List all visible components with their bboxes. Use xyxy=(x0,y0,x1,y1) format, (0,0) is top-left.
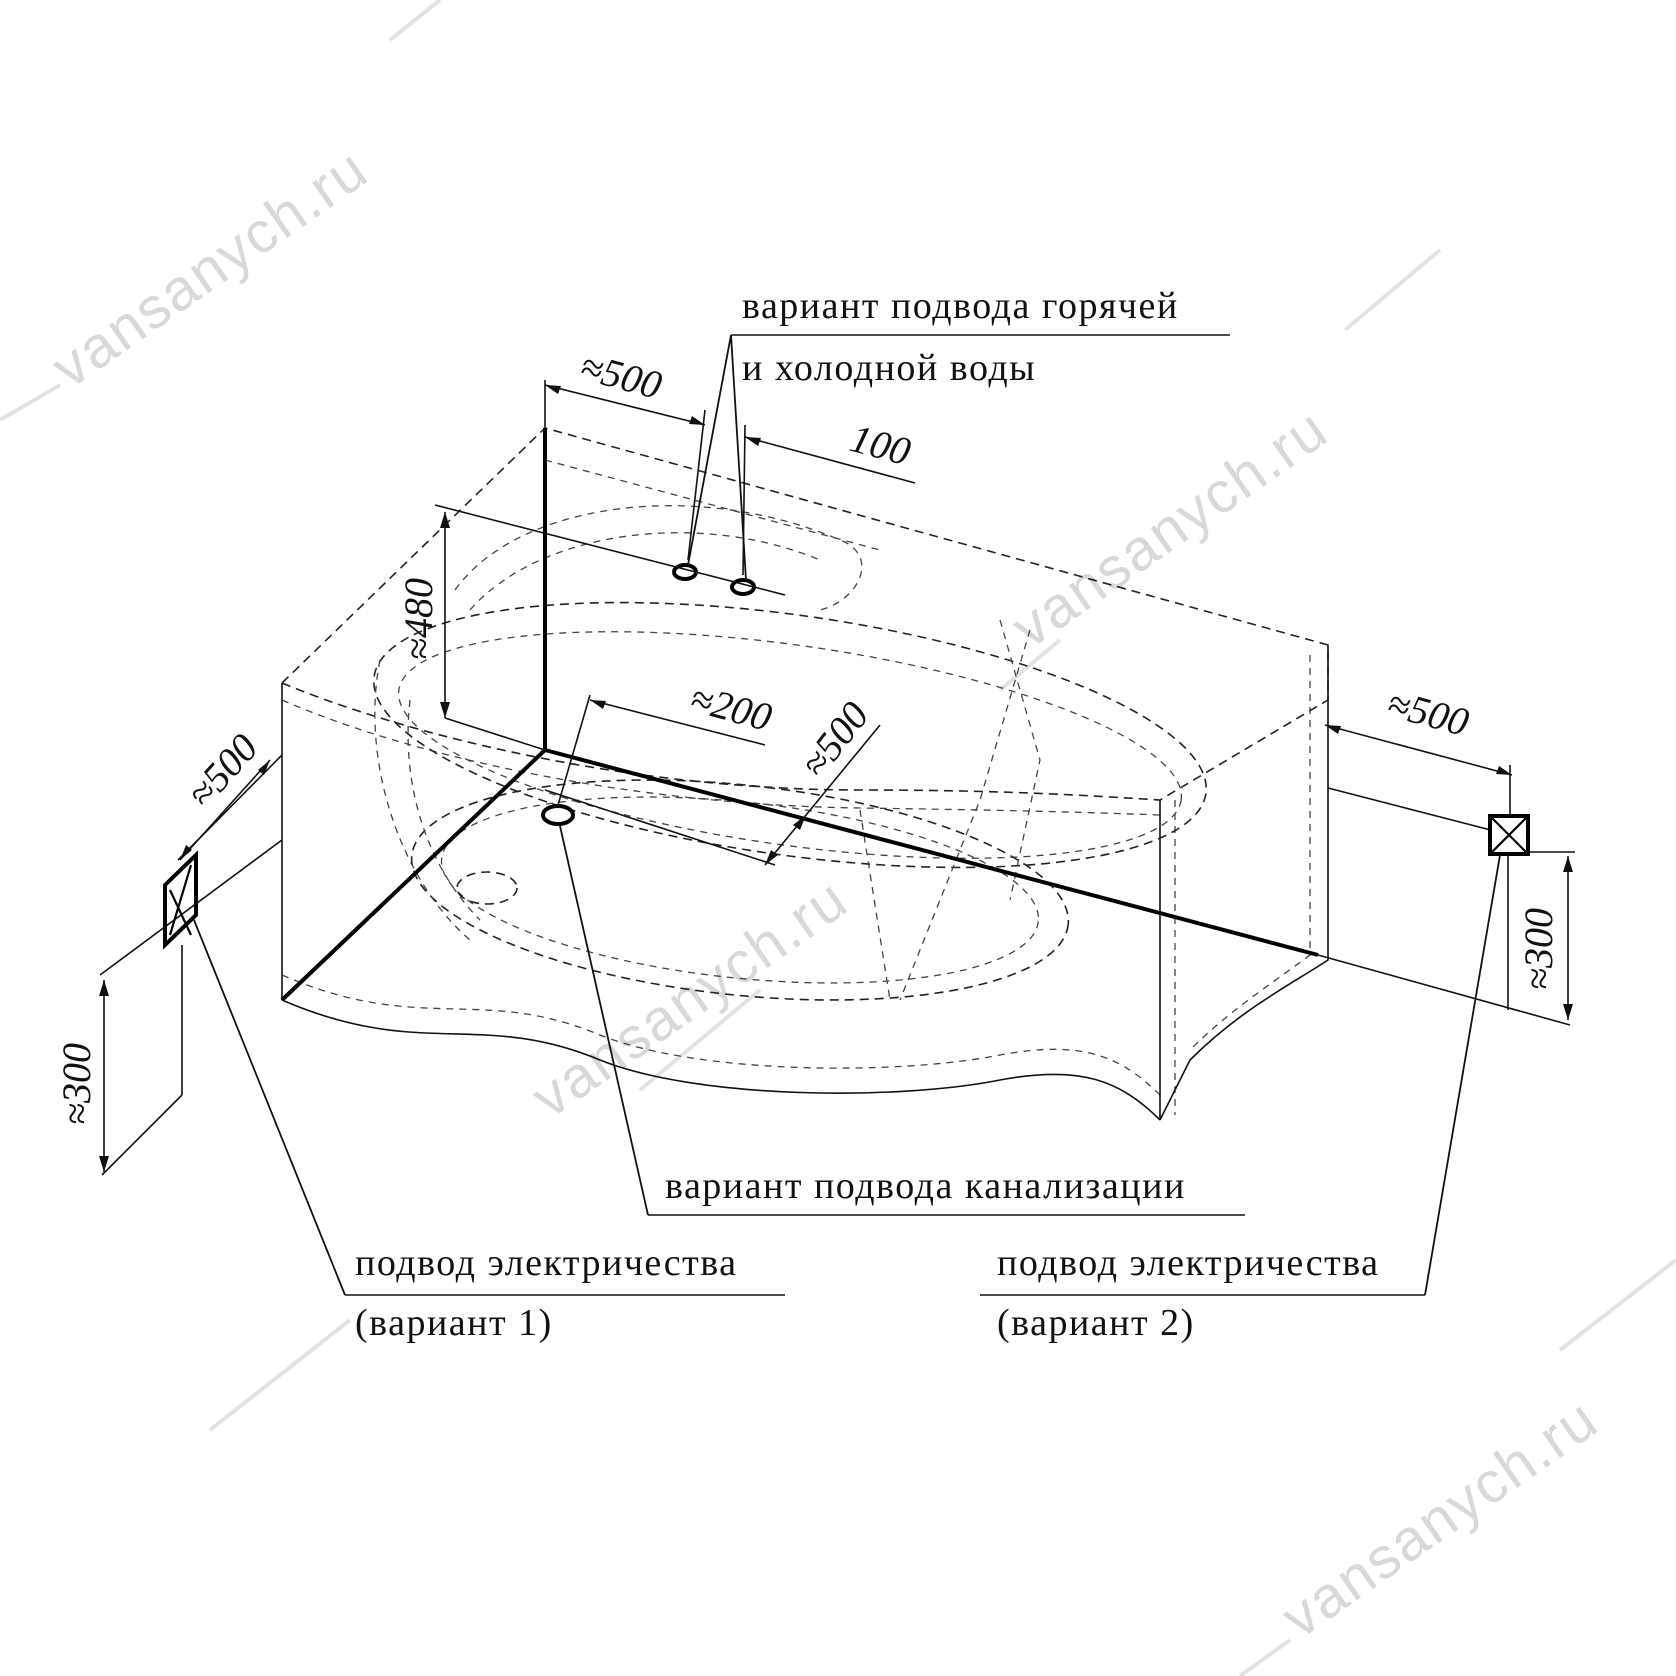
dim-line-100 xyxy=(744,436,916,484)
water-leader-lines xyxy=(687,334,747,581)
watermark-stroke xyxy=(1343,248,1442,332)
watermark-stroke xyxy=(998,638,1062,692)
arrowhead xyxy=(545,385,561,394)
extension-line xyxy=(742,424,746,576)
watermark-stroke xyxy=(1558,1258,1676,1352)
dim-line-500-mid xyxy=(764,724,881,866)
extension-line xyxy=(687,409,706,561)
dim-line-500-top xyxy=(544,384,706,426)
watermark-text: vansanych.ru xyxy=(1000,396,1340,661)
dim-text-right-300: ≈300 xyxy=(1516,908,1561,990)
extension-line xyxy=(544,789,776,866)
elec2-leader-line xyxy=(1424,854,1501,1296)
dim-line-200 xyxy=(589,699,766,746)
drain-outlet-icon xyxy=(541,804,575,826)
socket-left-cross xyxy=(168,864,193,936)
dim-line-right-500 xyxy=(1324,724,1513,776)
watermark-stroke xyxy=(1238,1638,1292,1676)
dim-text-100: 100 xyxy=(846,415,916,474)
elec2-label-line1: подвод электричества xyxy=(997,1242,1380,1284)
dim-text-480: ≈480 xyxy=(396,578,441,660)
dim-text-right-500: ≈500 xyxy=(1383,680,1474,745)
electrical-socket-icon xyxy=(163,850,198,950)
water-inlets: вариант подвода горячей и холодной воды xyxy=(672,285,1230,596)
elec1-leader-line xyxy=(193,919,346,1296)
basin-floor-contour xyxy=(410,779,1070,1001)
socket-left-group: ≈500 ≈300 подвод электричества (вариант … xyxy=(54,725,785,1344)
arrowhead xyxy=(1325,725,1341,734)
extension-line xyxy=(557,694,591,806)
arrowhead xyxy=(440,702,450,718)
dim-text-mid-500: ≈500 xyxy=(792,693,878,785)
apron-right-edge xyxy=(1159,645,1329,1121)
floor-axis-right xyxy=(544,748,1319,957)
arrowhead xyxy=(180,845,192,860)
rim-front-edge xyxy=(281,682,1329,801)
arrowhead xyxy=(99,1156,109,1172)
frame-strut xyxy=(859,809,891,1001)
dimension-middle: ≈200 ≈500 xyxy=(544,675,881,866)
watermark-stroke xyxy=(208,1318,352,1432)
extension-line xyxy=(1317,954,1571,1026)
floor-axis-left xyxy=(280,748,547,1002)
apron-right-inner xyxy=(1189,655,1311,1051)
arrowhead xyxy=(590,700,606,709)
arrowhead xyxy=(1496,766,1512,775)
frame-strut xyxy=(899,629,1031,1001)
elec1-label-line1: подвод электричества xyxy=(355,1242,738,1284)
arrowhead xyxy=(689,416,705,425)
extension-line xyxy=(99,839,283,976)
basin-floor-inner xyxy=(440,796,1040,984)
rim-front-edge-inner xyxy=(281,699,1161,816)
arrowhead xyxy=(793,815,806,830)
dim-text-200: ≈200 xyxy=(686,675,777,740)
dim-text-left-300: ≈300 xyxy=(54,1043,99,1125)
electrical-socket-icon xyxy=(1488,814,1530,856)
watermark-text: vansanych.ru xyxy=(40,136,380,401)
watermark-text: vansanych.ru xyxy=(520,866,860,1131)
watermark-stroke xyxy=(388,0,442,42)
frame-strut xyxy=(999,619,1041,901)
socket-right-cross xyxy=(1491,817,1527,853)
extension-line xyxy=(1327,787,1511,836)
arrowhead xyxy=(745,437,761,446)
watermark-stroke xyxy=(0,383,62,422)
elec1-label-line2: (вариант 1) xyxy=(355,1302,553,1344)
basin-mid-contour xyxy=(397,631,1183,859)
arrowhead xyxy=(440,512,450,528)
extension-line xyxy=(101,1094,183,1176)
dim-text-top-500: ≈500 xyxy=(576,343,667,408)
arrowhead xyxy=(765,850,778,865)
elec2-label-line2: (вариант 2) xyxy=(997,1302,1195,1344)
sewer-label: вариант подвода канализации xyxy=(665,1165,1186,1207)
water-label-line2: и холодной воды xyxy=(742,347,1036,389)
apron-bottom-inner xyxy=(281,974,1161,1096)
watermark-text: vansanych.ru xyxy=(1270,1386,1610,1651)
extension-line xyxy=(444,717,546,751)
rim-back-lip xyxy=(544,428,881,551)
headrest-contour xyxy=(454,505,863,611)
dim-text-left-500: ≈500 xyxy=(178,725,266,816)
basin-wall-left xyxy=(374,659,471,941)
arrowhead xyxy=(1563,856,1573,872)
dim-line-left-500 xyxy=(179,759,271,861)
water-label-line1: вариант подвода горячей xyxy=(742,285,1179,327)
overflow-outline xyxy=(456,871,518,905)
apron-bottom-edge xyxy=(281,999,1161,1121)
drain: вариант подвода канализации xyxy=(541,804,1245,1216)
watermark-stroke xyxy=(638,988,762,1092)
arrowhead xyxy=(258,760,270,775)
socket-right-group: ≈500 ≈300 подвод электричества (вариант … xyxy=(980,680,1575,1344)
basin-wall-left-inner xyxy=(407,699,481,921)
sewer-leader-line xyxy=(559,825,649,1216)
dimension-height: ≈480 xyxy=(396,504,786,751)
arrowhead xyxy=(1563,1004,1573,1020)
headrest-inner xyxy=(469,532,821,611)
extension-line xyxy=(434,504,786,596)
arrowhead xyxy=(99,980,109,996)
